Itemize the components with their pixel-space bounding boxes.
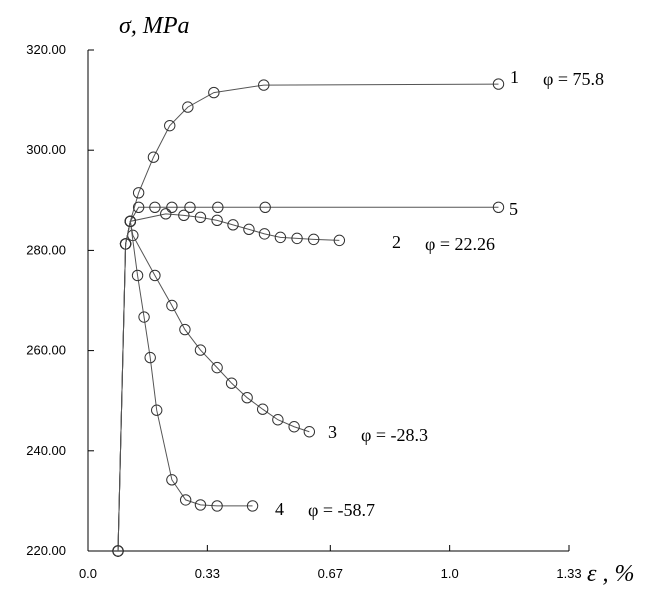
phi-label-2: φ = 22.26 [425,234,495,254]
y-axis-title: σ, MPa [119,13,190,39]
phi-label-1: φ = 75.8 [543,69,604,89]
curve-label-5: 5 [509,199,518,219]
x-tick-label: 0.33 [195,566,220,581]
data-point [151,404,163,416]
x-tick-label: 1.33 [556,566,581,581]
data-point [492,201,505,214]
data-point [227,219,239,231]
data-point [164,119,176,132]
curve-label-2: 2 [392,232,401,252]
data-point [211,214,223,227]
data-point [288,421,300,433]
data-point [166,474,178,486]
x-tick-label: 0.0 [79,566,97,581]
data-point [179,323,191,336]
y-tick-label: 320.00 [26,42,66,57]
data-point [225,377,238,389]
data-point [211,361,223,374]
data-point [211,500,223,512]
data-point [243,223,255,236]
data-point [303,426,316,438]
x-axis-title: ε , % [587,561,634,587]
data-point [131,269,144,282]
data-point [160,208,172,220]
data-point [178,209,190,222]
series-3 [112,215,316,557]
y-tick-label: 280.00 [26,242,66,257]
curve-label-3: 3 [328,422,337,442]
curve-label-4: 4 [275,499,284,519]
data-point [258,228,271,240]
x-tick-label: 1.0 [441,566,459,581]
data-point [132,201,145,214]
data-point [147,151,160,163]
y-tick-label: 260.00 [26,343,66,358]
y-tick-label: 220.00 [26,543,66,558]
data-point [256,403,269,415]
data-point [132,187,145,199]
data-point [179,494,192,506]
data-point [307,233,320,246]
data-point [208,86,220,99]
data-point [194,499,207,511]
series-line-2 [117,213,340,552]
data-point [258,79,270,91]
data-point [194,344,207,356]
data-point [112,545,124,557]
data-point [272,414,284,426]
data-point [149,269,161,282]
phi-label-4: φ = -58.7 [308,500,375,520]
series-line-5 [117,206,499,552]
data-point [144,351,156,364]
data-point [246,500,259,512]
y-tick-label: 240.00 [26,443,66,458]
data-point [149,201,161,214]
data-point [194,211,207,224]
data-point [182,101,194,113]
y-axis: 220.00 240.00 260.00 280.00 300.00 320.00 [26,42,94,558]
data-point [119,238,132,250]
data-point [166,299,178,312]
series-layer [112,78,505,557]
x-tick-label: 0.67 [318,566,343,581]
phi-label-3: φ = -28.3 [361,425,428,445]
data-point [333,234,346,247]
series-line-1 [117,83,499,552]
data-point [241,391,253,404]
series-5 [112,201,505,557]
y-tick-label: 300.00 [26,142,66,157]
data-point [212,201,224,214]
data-point [274,231,287,244]
data-point [166,201,178,214]
x-axis: 0.0 0.33 0.67 1.0 1.33 [79,545,582,581]
data-point [291,232,303,245]
data-point [124,215,137,228]
data-point [184,201,196,214]
data-point [138,311,150,323]
data-point [492,78,505,90]
data-point [259,201,271,214]
curve-label-1: 1 [510,67,519,87]
